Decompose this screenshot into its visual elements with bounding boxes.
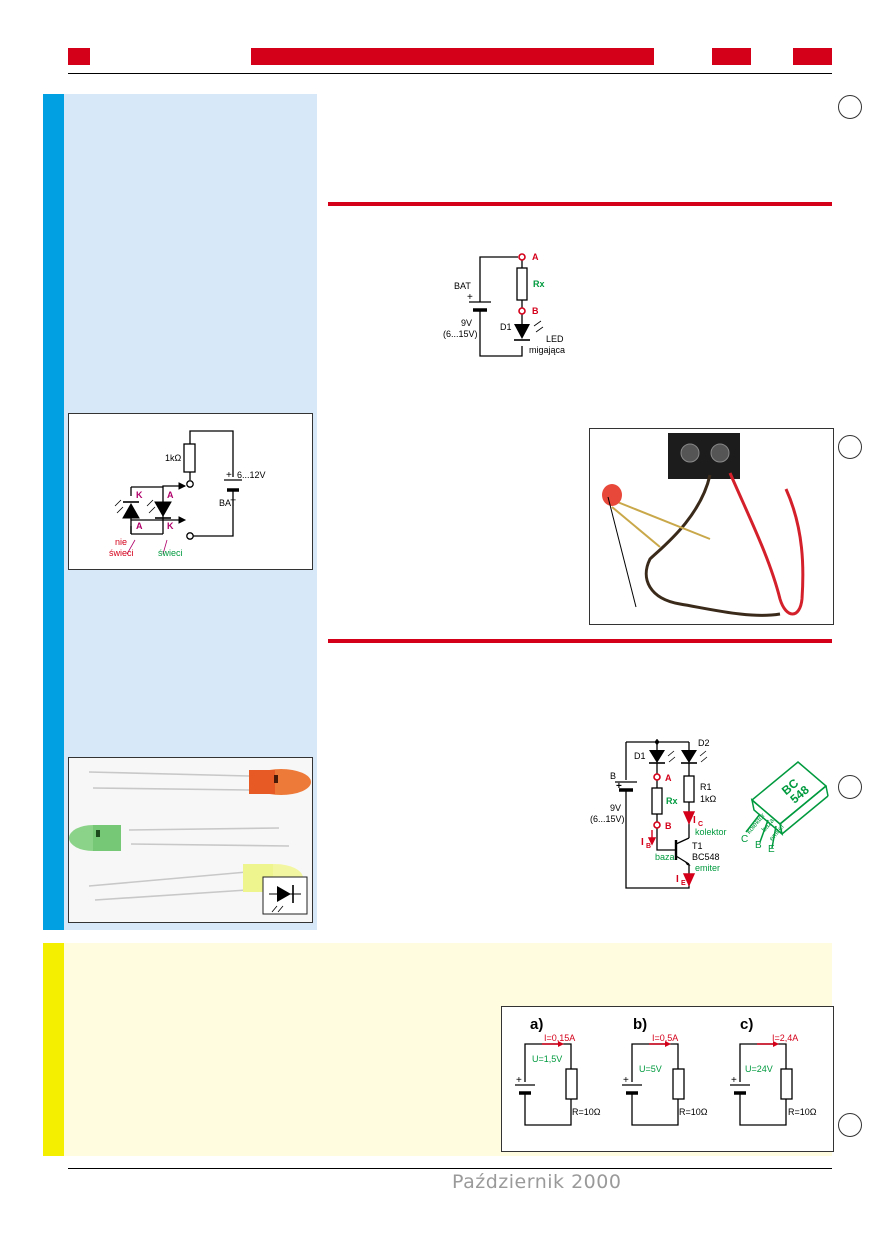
c1-supply-label: 6...12V xyxy=(237,470,266,480)
ohm-a-voltage: U=1,5V xyxy=(532,1054,562,1064)
margin-circle-1 xyxy=(838,95,862,119)
c3-emiter: emiter xyxy=(695,863,720,873)
c3-d1: D1 xyxy=(634,751,646,761)
header-rule xyxy=(68,73,832,74)
transistor-circuit: D1 D2 A B + 9V (6...15V) Rx B R1 1kΩ kol… xyxy=(588,734,728,890)
ohm-c-plus: + xyxy=(731,1075,737,1086)
c3-baza: baza xyxy=(655,852,675,862)
c3-ie-sub: E xyxy=(681,880,686,887)
c1-k-right: K xyxy=(167,521,174,531)
c3-ic: I xyxy=(693,815,696,826)
c2-b: B xyxy=(532,306,539,316)
c3-ic-sub: C xyxy=(698,821,703,828)
c3-bc548: BC548 xyxy=(692,852,720,862)
ohms-law-diagram: a) I=0,15A U=1,5V + R=10Ω b) xyxy=(501,1006,834,1152)
c1-battery-label: BAT xyxy=(219,498,236,508)
led-photo xyxy=(68,757,313,923)
section-rule-2 xyxy=(328,639,832,643)
margin-circle-2 xyxy=(838,435,862,459)
c2-plus: + xyxy=(467,292,473,303)
c3-bat: B xyxy=(610,771,616,781)
bc-e: E xyxy=(768,844,775,852)
c3-range: (6...15V) xyxy=(590,814,625,824)
battery-clip-photo xyxy=(589,428,834,625)
c2-led: LED xyxy=(546,334,564,344)
ohm-b-label: b) xyxy=(633,1016,647,1033)
ohm-a-label: a) xyxy=(530,1016,543,1033)
bc-b: B xyxy=(755,840,762,851)
c3-t1: T1 xyxy=(692,841,703,851)
c1-k-left: K xyxy=(136,490,143,500)
header-red-bar xyxy=(251,48,654,65)
c3-a: A xyxy=(665,773,672,783)
header-red-block-right xyxy=(793,48,832,65)
c1-resistor-label: 1kΩ xyxy=(165,453,182,463)
c2-rx: Rx xyxy=(533,279,545,289)
ohm-case-a: a) I=0,15A U=1,5V + R=10Ω xyxy=(515,1016,601,1126)
c3-b: B xyxy=(665,821,672,831)
c3-voltage: 9V xyxy=(610,803,621,813)
c2-range: (6...15V) xyxy=(443,329,478,339)
ohm-b-current: I=0,5A xyxy=(652,1033,678,1043)
c2-d1: D1 xyxy=(500,322,512,332)
margin-circle-3 xyxy=(838,775,862,799)
c3-plus: + xyxy=(616,781,622,792)
led-polarity-circuit: 1kΩ + 6...12V BAT K A A K nie świeci świ… xyxy=(68,413,313,570)
margin-circle-4 xyxy=(838,1113,862,1137)
c1-not-lit-2: świeci xyxy=(109,548,134,558)
ohm-c-voltage: U=24V xyxy=(745,1064,773,1074)
footer-rule xyxy=(68,1168,832,1169)
c1-plus: + xyxy=(226,470,232,481)
c2-a: A xyxy=(532,252,539,262)
c2-blink: migająca xyxy=(529,345,565,355)
c2-bat: BAT xyxy=(454,281,471,291)
ohm-b-voltage: U=5V xyxy=(639,1064,662,1074)
header-red-block-left xyxy=(68,48,90,65)
c2-voltage: 9V xyxy=(461,318,472,328)
c1-not-lit-1: nie xyxy=(115,537,127,547)
ohm-case-b: b) I=0,5A U=5V + R=10Ω xyxy=(622,1016,708,1126)
sidebar-accent-bar xyxy=(43,94,64,930)
c3-d2: D2 xyxy=(698,738,710,748)
c1-a-left: A xyxy=(136,521,143,531)
bottom-accent-bar xyxy=(43,943,64,1156)
c3-kolektor: kolektor xyxy=(695,827,727,837)
blink-led-circuit: BAT + 9V (6...15V) A Rx B D1 LED migając… xyxy=(438,246,578,376)
c1-a-right: A xyxy=(167,490,174,500)
c3-ie: I xyxy=(676,874,679,885)
c3-rx: Rx xyxy=(666,796,678,806)
ohm-c-label: c) xyxy=(740,1016,753,1033)
ohm-a-plus: + xyxy=(516,1075,522,1086)
bc548-package-drawing: BC 548 kolektor baza emiter C B E xyxy=(738,752,833,855)
footer-date: Październik 2000 xyxy=(452,1171,622,1193)
c3-ib-sub: B xyxy=(646,843,651,850)
ohm-b-res: R=10Ω xyxy=(679,1107,708,1117)
ohm-c-current: I=2,4A xyxy=(772,1033,798,1043)
ohm-a-current: I=0,15A xyxy=(544,1033,575,1043)
header-red-block-mid xyxy=(712,48,751,65)
c1-lit: świeci xyxy=(158,548,183,558)
ohm-case-c: c) I=2,4A U=24V + R=10Ω xyxy=(730,1016,817,1126)
section-rule-1 xyxy=(328,202,832,206)
ohm-b-plus: + xyxy=(623,1075,629,1086)
c3-r1: R1 xyxy=(700,782,712,792)
c3-ib: I xyxy=(641,837,644,848)
c3-r1v: 1kΩ xyxy=(700,794,717,804)
bc-c: C xyxy=(741,834,748,845)
ohm-a-res: R=10Ω xyxy=(572,1107,601,1117)
ohm-c-res: R=10Ω xyxy=(788,1107,817,1117)
